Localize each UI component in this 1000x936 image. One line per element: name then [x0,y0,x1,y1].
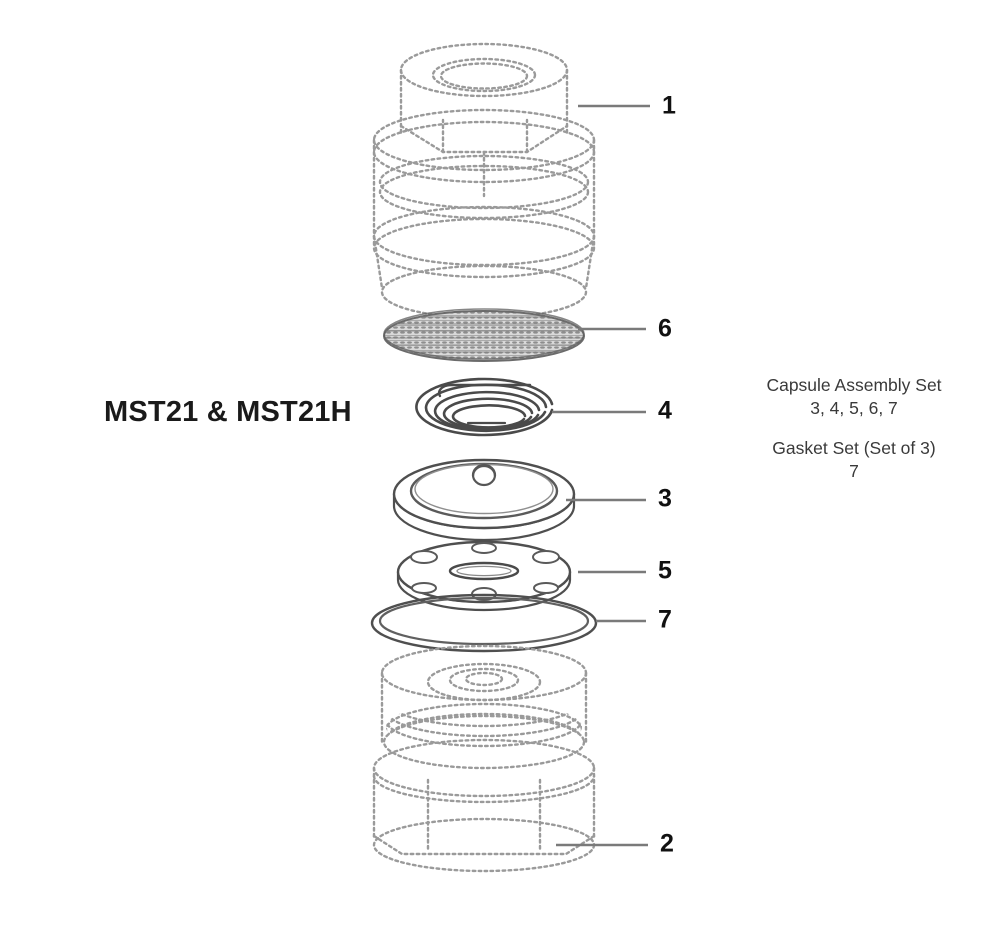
part-gasket-ring [370,593,598,653]
gasket-set-name: Gasket Set (Set of 3) [772,438,936,458]
capsule-assembly-set-label: Capsule Assembly Set 3, 4, 5, 6, 7 [718,374,990,420]
callout-number-4: 4 [658,396,672,425]
part-capsule [392,458,576,542]
capsule-assembly-set-name: Capsule Assembly Set [766,375,942,395]
callout-number-1: 1 [662,91,676,120]
gasket-set-label: Gasket Set (Set of 3) 7 [718,437,990,483]
part-cap-nut [372,42,596,320]
part-strainer-screen [383,308,585,362]
callout-number-5: 5 [658,556,672,585]
callout-number-3: 3 [658,484,672,513]
page-title: MST21 & MST21H [104,396,352,428]
callout-number-6: 6 [658,314,672,343]
part-body [372,644,596,873]
callout-number-7: 7 [658,605,672,634]
capsule-assembly-set-parts: 3, 4, 5, 6, 7 [810,398,898,419]
gasket-set-parts: 7 [849,461,859,482]
callout-number-2: 2 [660,829,674,858]
part-bimetallic-coil [415,377,554,437]
